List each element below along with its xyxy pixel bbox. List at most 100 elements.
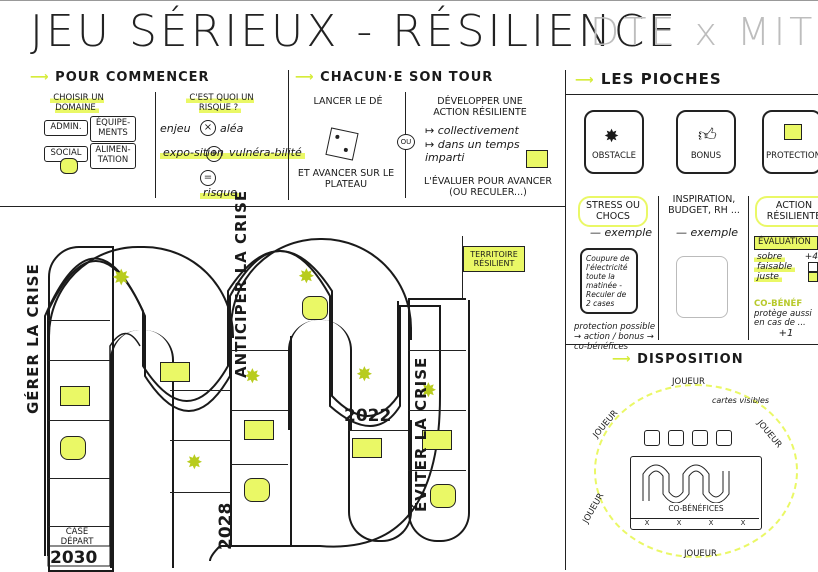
year-2030: 2030 bbox=[50, 548, 98, 568]
cobenef-title: CO-BÉNÉF bbox=[754, 299, 803, 309]
formula-vulnerabilite: vulnéra-bilité bbox=[226, 146, 305, 159]
arrow-icon: ⟶ bbox=[612, 352, 632, 367]
domain-admin[interactable]: ADMIN. bbox=[44, 120, 88, 136]
cake-icon bbox=[60, 386, 90, 406]
domain-equipements[interactable]: ÉQUIPE-MENTS bbox=[90, 116, 136, 142]
board-arch-inner-1 bbox=[110, 330, 174, 568]
cell-divider bbox=[230, 464, 288, 465]
explosion-icon: ✸ bbox=[244, 364, 261, 388]
cake-icon bbox=[352, 438, 382, 458]
eviter-la-crise-label: ÉVITER LA CRISE bbox=[412, 356, 430, 512]
blank-card[interactable] bbox=[676, 256, 728, 318]
cake-icon bbox=[160, 362, 190, 382]
evaluation-title: ÉVALUATION bbox=[754, 236, 818, 250]
cell-divider bbox=[48, 478, 110, 479]
cell-divider bbox=[408, 470, 466, 471]
inspiration-label: INSPIRATION, BUDGET, RH ... bbox=[668, 194, 740, 217]
explosion-icon: ✸ bbox=[186, 450, 203, 474]
temps-text: ↦ dans un temps imparti bbox=[425, 138, 520, 164]
cell-divider bbox=[408, 410, 466, 411]
cake-icon bbox=[526, 150, 548, 168]
explosion-icon: ✸ bbox=[604, 126, 620, 147]
board-arch-inner-2 bbox=[288, 320, 352, 430]
collectivement-text: ↦ collectivement bbox=[425, 124, 519, 137]
cell-divider bbox=[48, 526, 110, 527]
cobenef-box: CO-BÉNÉF protège aussi en cas de ... +1 bbox=[754, 299, 818, 340]
cell-divider bbox=[48, 360, 110, 361]
gerer-la-crise-label: GÉRER LA CRISE bbox=[24, 263, 42, 414]
pour-commencer-heading: ⟶ POUR COMMENCER bbox=[30, 70, 210, 85]
cell-divider bbox=[348, 430, 408, 431]
exemple-text: — exemple bbox=[590, 226, 653, 239]
explosion-icon: ✸ bbox=[356, 362, 373, 386]
cell-divider bbox=[170, 492, 230, 493]
formula-risque: risque bbox=[200, 186, 241, 199]
evaluer-label: L'ÉVALUER POUR AVANCER (OU RECULER...) bbox=[423, 176, 553, 199]
evaluation-box: ÉVALUATION sobre +4 faisable juste bbox=[754, 236, 818, 290]
lancer-de-label: LANCER LE DÉ bbox=[313, 96, 383, 107]
explosion-icon: ✸ bbox=[112, 266, 131, 291]
arrow-icon: ⟶ bbox=[295, 70, 315, 85]
cartes-visibles-label: cartes visibles bbox=[712, 396, 770, 405]
joueur-label: JOUEUR bbox=[684, 549, 717, 559]
divider bbox=[0, 206, 565, 207]
thumbs-up-icon bbox=[430, 484, 456, 508]
divider bbox=[155, 92, 156, 198]
hand-pointer-icon bbox=[60, 158, 78, 174]
risque-question-label: C'EST QUOI UN RISQUE ? bbox=[180, 93, 260, 114]
action-resiliente-label: ACTION RÉSILIENTE bbox=[755, 196, 818, 227]
cell-divider bbox=[230, 410, 288, 411]
thumbs-up-icon: 👍︎ bbox=[698, 125, 717, 146]
equals-icon: = bbox=[200, 170, 216, 186]
domain-alimentation[interactable]: ALIMEN-TATION bbox=[90, 143, 136, 169]
year-2028: 2028 bbox=[216, 502, 236, 550]
explosion-icon: ✸ bbox=[420, 378, 437, 402]
checkbox[interactable] bbox=[808, 261, 818, 272]
arrow-icon: ⟶ bbox=[575, 73, 595, 88]
formula-enjeu: enjeu bbox=[160, 122, 191, 135]
joueur-label: JOUEUR bbox=[581, 491, 607, 526]
cell-divider bbox=[48, 320, 110, 321]
eval-row-juste: juste bbox=[754, 271, 818, 282]
card-protection[interactable]: PROTECTION bbox=[762, 110, 818, 174]
cake-icon bbox=[784, 124, 802, 140]
cell-divider bbox=[230, 350, 288, 351]
anticiper-la-crise-label: ANTICIPER LA CRISE bbox=[232, 189, 250, 378]
mini-path-icon bbox=[642, 464, 730, 503]
card-bonus[interactable]: BONUS 👍︎ bbox=[676, 110, 736, 174]
choisir-domaine-label: CHOISIR UN DOMAINE bbox=[42, 93, 112, 114]
co-benefices-label: CO-BÉNÉFICES bbox=[668, 504, 724, 513]
board-lane-anticiper bbox=[230, 336, 292, 546]
checkbox[interactable] bbox=[808, 271, 818, 282]
eval-row-faisable: faisable bbox=[754, 261, 818, 272]
year-2022: 2022 bbox=[344, 406, 392, 426]
territoire-flag: TERRITOIRE RÉSILIENT bbox=[463, 246, 525, 273]
developper-label: DÉVELOPPER UNE ACTION RÉSILIENTE bbox=[433, 96, 527, 119]
thumbs-up-icon bbox=[60, 436, 86, 460]
plus-icon: + bbox=[206, 146, 222, 162]
example-card[interactable]: Coupure de l'électricité toute la matiné… bbox=[580, 248, 638, 314]
times-icon: × bbox=[200, 120, 216, 136]
chacun-son-tour-heading: ⟶ CHACUN·E SON TOUR bbox=[295, 70, 494, 85]
cell-divider bbox=[170, 440, 230, 441]
joueur-label: JOUEUR bbox=[672, 377, 705, 387]
board-lane-bottom bbox=[348, 420, 412, 542]
board-lane-eviter bbox=[408, 300, 470, 542]
cell-divider bbox=[408, 350, 466, 351]
thumbs-up-icon bbox=[302, 296, 328, 320]
formula-alea: aléa bbox=[220, 122, 244, 135]
divider bbox=[565, 94, 818, 95]
cell-divider bbox=[48, 420, 110, 421]
case-depart-label: CASE DÉPART bbox=[60, 527, 94, 547]
divider bbox=[748, 196, 749, 340]
cobenef-text: protège aussi en cas de ... bbox=[754, 308, 812, 329]
board-lane-gerer bbox=[48, 246, 114, 572]
card-obstacle[interactable]: OBSTACLE ✸ bbox=[584, 110, 644, 174]
exemple-text: — exemple bbox=[676, 226, 739, 239]
cobenef-value: +1 bbox=[778, 328, 794, 340]
flag-pole bbox=[462, 236, 463, 298]
top-border bbox=[0, 0, 818, 1]
les-pioches-heading: ⟶ LES PIOCHES bbox=[575, 70, 722, 88]
thumbs-up-icon bbox=[244, 478, 270, 502]
